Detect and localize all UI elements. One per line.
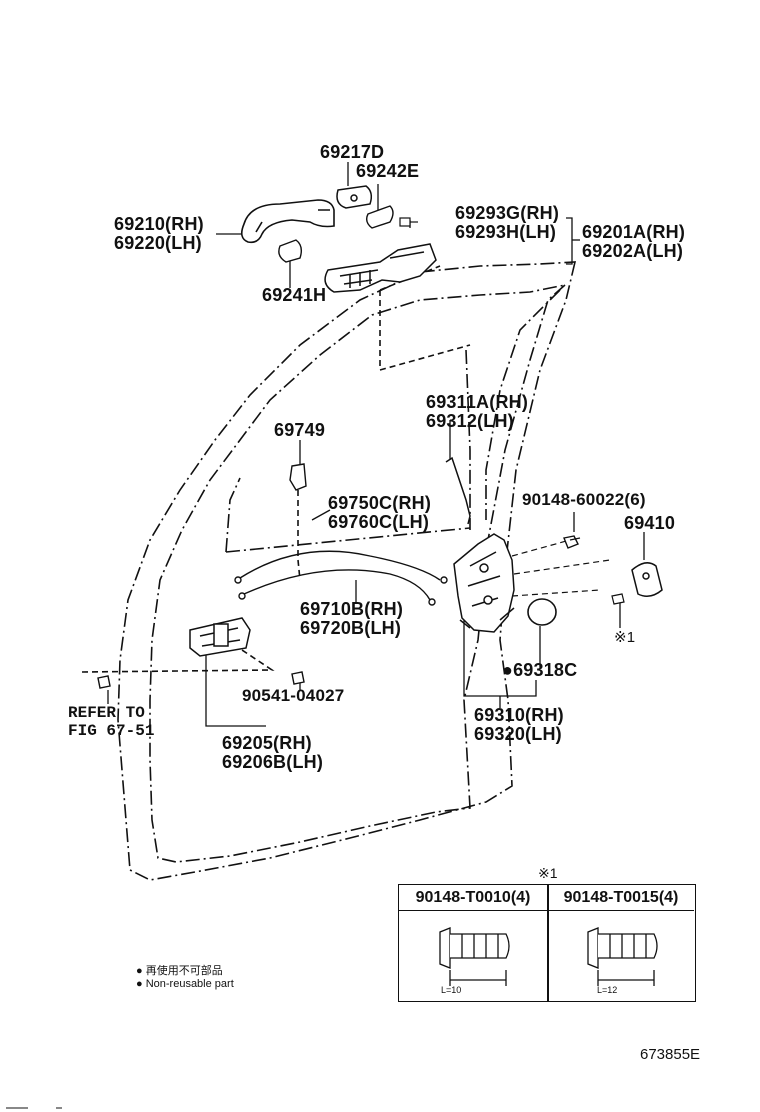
guide-dash-1 xyxy=(379,290,471,372)
rod-guide xyxy=(297,490,301,581)
table-length-col1: L=10 xyxy=(441,985,462,995)
handle-frame xyxy=(324,243,437,293)
outside-handle xyxy=(240,199,335,244)
table-mark: ※1 xyxy=(538,865,558,881)
door-lock-assembly xyxy=(453,533,515,633)
leader-69750 xyxy=(311,509,331,521)
label-69749: 69749 xyxy=(274,420,326,440)
inside-handle xyxy=(189,617,251,657)
label-69720b: 69720B(LH) xyxy=(300,618,402,638)
small-screw-69293 xyxy=(399,217,418,227)
door-frame-outer xyxy=(117,261,577,881)
figure-number: 673855E xyxy=(640,1046,701,1063)
note-japanese: ● 再使用不可部品 xyxy=(136,965,223,977)
bracket-69201 xyxy=(566,217,573,265)
gasket xyxy=(365,205,394,229)
lock-guides xyxy=(511,539,611,597)
hole-cover-69318c xyxy=(527,598,557,626)
refer-to-line2: FIG 67-51 xyxy=(68,722,155,740)
label-69220: 69220(LH) xyxy=(114,233,202,253)
striker-69410 xyxy=(631,562,663,597)
label-69310: 69310(RH) xyxy=(474,705,564,725)
label-69293g: 69293G(RH) xyxy=(455,203,560,223)
label-90541-04027: 90541-04027 xyxy=(242,686,345,705)
label-69202a: 69202A(LH) xyxy=(582,241,684,261)
label-69710b: 69710B(RH) xyxy=(300,599,404,619)
cables xyxy=(234,550,448,606)
table-screw-2 xyxy=(587,927,658,986)
label-69410: 69410 xyxy=(624,513,676,533)
label-screw-mark: ※1 xyxy=(614,629,636,646)
label-69320: 69320(LH) xyxy=(474,724,562,744)
glass-edge xyxy=(465,349,471,530)
label-69217d: 69217D xyxy=(320,142,385,162)
label-69241h: 69241H xyxy=(262,285,327,305)
screw-table: 90148-T0010(4) 90148-T0015(4) L=10 L=12 xyxy=(398,884,696,1002)
table-header-col2: 90148-T0015(4) xyxy=(548,885,694,911)
refer-guide xyxy=(81,645,275,673)
label-69242e: 69242E xyxy=(356,161,420,181)
note-english: ● Non-reusable part xyxy=(136,978,234,990)
label-69210: 69210(RH) xyxy=(114,214,204,234)
bracket-69205 xyxy=(205,650,266,727)
table-screw-1 xyxy=(439,927,510,986)
clip-69749 xyxy=(289,463,307,491)
screw-90541 xyxy=(291,671,305,685)
screw-refer xyxy=(97,675,111,689)
handle-cap xyxy=(336,185,373,209)
label-69311a: 69311A(RH) xyxy=(426,392,529,412)
lock-rod xyxy=(445,456,471,525)
glass-line xyxy=(225,477,241,553)
table-divider xyxy=(547,885,549,1001)
label-69293h: 69293H(LH) xyxy=(455,222,557,242)
label-69318c: ●69318C xyxy=(502,660,578,680)
label-69312: 69312(LH) xyxy=(426,411,514,431)
label-69205: 69205(RH) xyxy=(222,733,312,753)
refer-to-line1: REFER TO xyxy=(68,704,145,722)
label-69760c: 69760C(LH) xyxy=(328,512,430,532)
table-length-col2: L=12 xyxy=(597,985,618,995)
label-90148-60022: 90148-60022(6) xyxy=(522,490,646,509)
label-69201a: 69201A(RH) xyxy=(582,222,686,242)
screw-mark-1 xyxy=(611,593,625,605)
table-header-col1: 90148-T0010(4) xyxy=(399,885,547,911)
label-69750c: 69750C(RH) xyxy=(328,493,432,513)
label-69206b: 69206B(LH) xyxy=(222,752,324,772)
bolt-90148 xyxy=(563,535,581,549)
glass-bottom xyxy=(225,527,471,553)
lock-cylinder-gasket xyxy=(278,239,303,263)
window-frame xyxy=(485,289,561,520)
